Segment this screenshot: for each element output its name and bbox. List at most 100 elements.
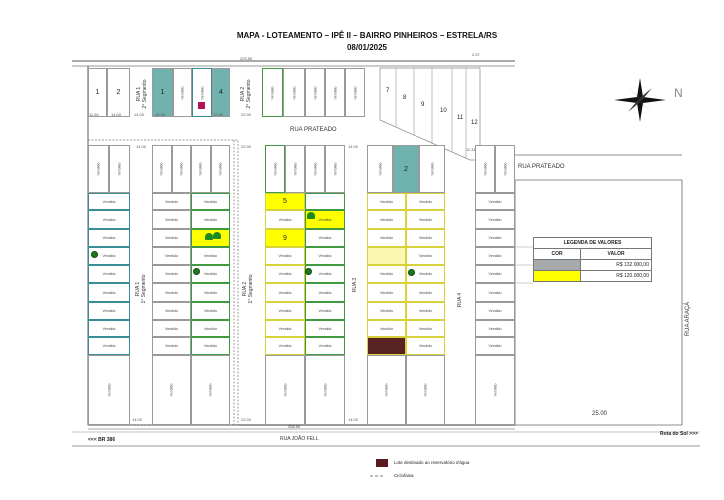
lot: Vendido (475, 265, 515, 283)
lot-label: Vendido (318, 326, 332, 331)
dim: 2.57 (472, 52, 480, 57)
street-rua2-2-segment: RUA 2 2° Segmento (240, 79, 252, 109)
lot: Vendido (191, 247, 230, 265)
lot: Vendido (191, 355, 230, 425)
lot-label: Vendido (380, 309, 393, 313)
lot: Vendido (265, 247, 305, 265)
lot-label: Vendido (165, 344, 178, 348)
lot: Vendido (265, 337, 305, 355)
lot: Vendido (406, 193, 445, 210)
lot: Vendido (475, 302, 515, 320)
lot: Vendido (305, 68, 325, 117)
lot-label: Vendido (204, 344, 217, 348)
dim: 22.00 (241, 112, 252, 117)
lot-label: Vendido (165, 272, 178, 276)
lot-label: Vendido (419, 326, 432, 331)
lot: Vendido (265, 265, 305, 283)
circle-marker-icon (305, 268, 312, 275)
lot-label: Vendido (488, 199, 502, 204)
lot-label: Vendido (165, 199, 178, 204)
lot: Vendido (191, 193, 230, 210)
lot-label: Vendido (380, 326, 393, 331)
lot-label: Vendido (318, 217, 332, 222)
lot: Vendido (88, 193, 130, 210)
lot-label: Vendido (318, 309, 332, 313)
lot: Vendido (367, 265, 406, 283)
lot-label: Vendido (283, 383, 287, 397)
lot: Vendido (88, 320, 130, 337)
lot: Vendido (88, 355, 130, 425)
lot-label: Vendido (503, 162, 507, 176)
lot: Vendido (345, 68, 365, 117)
lot: Vendido (475, 355, 515, 425)
lot: Vendido (367, 229, 406, 247)
lot-label: 1 (160, 89, 165, 96)
lot: Vendido (305, 337, 345, 355)
lot-label: Vendido (200, 86, 204, 99)
lot: Vendido (367, 355, 406, 425)
lot-label: Vendido (278, 326, 292, 331)
circle-marker-icon (193, 268, 200, 275)
direction-br386: <<< BR 386 (88, 437, 116, 443)
lot: Vendido (367, 145, 393, 193)
reservoir-swatch (376, 459, 388, 467)
lot: Vendido (305, 210, 345, 229)
magenta-marker-icon (198, 102, 205, 109)
lot: Vendido (173, 68, 192, 117)
triangle-lot-number: 7 (386, 88, 390, 94)
lot: Vendido (475, 193, 515, 210)
lot: Vendido (152, 320, 191, 337)
lot: Vendido (475, 229, 515, 247)
lot: Vendido (88, 265, 130, 283)
lot-label: Vendido (102, 254, 116, 258)
lot-label: Vendido (488, 290, 502, 295)
lot: Vendido (367, 320, 406, 337)
lot: Vendido (475, 320, 515, 337)
street-rua3: RUA 3 (352, 277, 358, 293)
map-title: MAPA - LOTEAMENTO – IPÊ II – BAIRRO PINH… (236, 31, 498, 40)
lot-label: Vendido (165, 236, 178, 240)
dim-bottom-total: 258.50 (288, 424, 301, 429)
bike-lane-legend-label: Ciclofaixa (394, 473, 414, 478)
street-rua-araca: RUA ARAÇÁ (685, 301, 691, 337)
tree-icon (213, 232, 221, 239)
street-rua-prateado-east: RUA PRATEADO (518, 164, 565, 170)
lot-label: Vendido (380, 217, 393, 222)
dim: 22.00 (241, 417, 252, 422)
lot: Vendido (475, 247, 515, 265)
lot-label: Vendido (165, 326, 178, 331)
lot (305, 193, 345, 210)
lot: Vendido (191, 210, 230, 229)
lot: Vendido (171, 145, 191, 193)
lot-label: Vendido (293, 162, 297, 176)
legend-swatch-yellow (532, 270, 582, 282)
lot: Vendido (305, 302, 345, 320)
dim: 25.00 (592, 411, 608, 417)
lot: Vendido (152, 265, 191, 283)
legend-title: LEGENDA DE VALORES (533, 237, 652, 249)
lot-label: Vendido (488, 236, 502, 240)
street-rua-joao-fell: RUA JOÃO FELL (280, 436, 319, 442)
lot-label: Vendido (323, 383, 327, 397)
lot: Vendido (88, 337, 130, 355)
lot-label: Vendido (378, 162, 382, 176)
lot-label: 1 (95, 89, 100, 96)
lot-label: Vendido (318, 236, 332, 240)
lot-label: Vendido (423, 383, 428, 397)
lot-label: Vendido (102, 272, 116, 276)
lot-label: Vendido (270, 86, 275, 99)
lot-label: Vendido (419, 217, 432, 222)
lot: Vendido (152, 337, 191, 355)
lot: Vendido (88, 145, 109, 193)
lot-label: Vendido (333, 86, 337, 99)
lot-label: Vendido (318, 344, 332, 348)
dim: 14.00 (134, 112, 145, 117)
lot-label: Vendido (165, 254, 178, 258)
lot-label: Vendido (102, 290, 116, 295)
lot-label: Vendido (107, 383, 111, 397)
lot: Vendido (262, 68, 283, 117)
street-rua-prateado-west: RUA PRATEADO (290, 127, 337, 133)
lot: Vendido (283, 68, 305, 117)
